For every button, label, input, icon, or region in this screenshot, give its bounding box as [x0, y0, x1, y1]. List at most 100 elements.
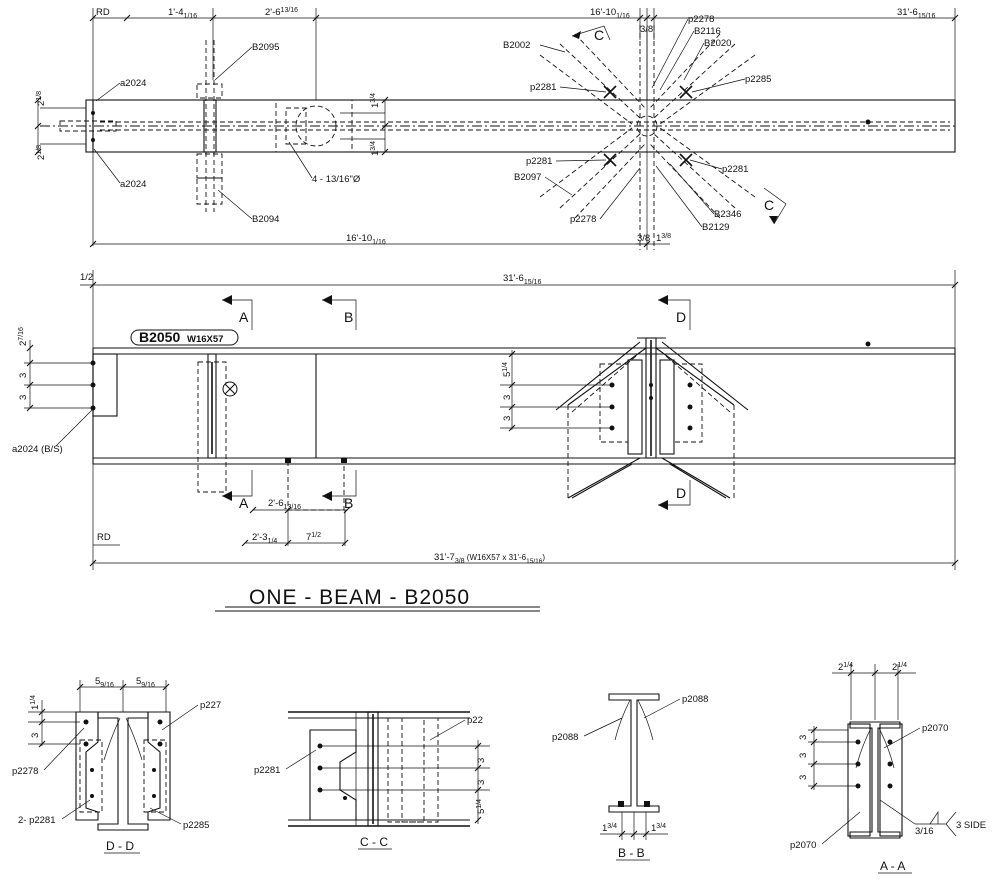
aa-dim-a-frac: 1/4: [843, 662, 853, 669]
svg-text:51/4: 51/4: [476, 799, 487, 814]
plan-dim-2-2: 2: [36, 155, 47, 160]
elev-dim-3c: 3: [502, 395, 513, 400]
aa-dim-b-frac: 1/4: [897, 662, 907, 669]
plan-label-p2278-bot: p2278: [570, 214, 596, 225]
aa-dim-d: 3: [798, 753, 809, 758]
plan-dim-16-10: 16'-10: [590, 7, 616, 18]
plan-label-b2129: B2129: [702, 222, 729, 233]
cc-dim-b: 3: [476, 780, 487, 785]
dd-dim-c-frac: 1/4: [30, 695, 37, 705]
plan-label-p2285: p2285: [745, 74, 771, 85]
dd-label-p2281: 2- p2281: [18, 815, 56, 826]
elev-cut-b-bot: B: [344, 495, 353, 511]
elev-dim-5-1-4-frac: 1/4: [502, 362, 509, 372]
elev-dim-3a: 3: [18, 373, 29, 378]
elev-mark: B2050: [139, 329, 180, 345]
aa-dim-a: 2: [838, 662, 843, 673]
bb-label-p2088a: p2088: [682, 694, 708, 705]
elev-cut-d-top: D: [676, 309, 686, 325]
plan-holes-note: 4 - 13/16"Ø: [312, 174, 361, 185]
aa-label-p2070a: p2070: [922, 723, 948, 734]
svg-text:31'-615/16: 31'-615/16: [503, 273, 541, 286]
svg-text:2'-613/16: 2'-613/16: [265, 7, 298, 18]
plan-cut-c-bot: C: [764, 197, 774, 213]
elev-dim-2-3-frac: 1/4: [268, 538, 278, 545]
bb-dim-a-frac: 3/4: [607, 823, 617, 830]
plan-dim-16-10-bottom-frac: 1/16: [372, 239, 386, 246]
aa-weld-size: 3/16: [915, 826, 934, 837]
bb-dim-a: 1: [602, 823, 607, 834]
plan-label-b2116: B2116: [694, 26, 721, 37]
plan-dim-1-4: 1'-4: [168, 7, 184, 18]
elevation-view: 1/2 31'-615/16 B2050 W16X57 27/16 3 3 a2…: [12, 270, 959, 570]
section-c-c: 3 3 51/4 p22 p2281 C - C: [254, 711, 490, 850]
plan-dim-2-2-frac: 1/8: [36, 145, 43, 155]
cc-dim-c: 5: [476, 809, 487, 814]
elev-brace-gusset: [555, 337, 749, 499]
svg-text:1'-41/16: 1'-41/16: [168, 7, 197, 20]
elev-dim-7: 7: [306, 532, 311, 543]
bb-dim-b-frac: 3/4: [656, 823, 666, 830]
plan-label-p2281-a: p2281: [530, 82, 556, 93]
plan-dim-3-8-bot: 3/8: [637, 233, 650, 244]
svg-text:31'-73/8 (W16X57 x 31'-615/16): 31'-73/8 (W16X57 x 31'-615/16): [434, 552, 545, 565]
svg-text:21/4: 21/4: [838, 662, 853, 673]
elev-dim-2-6: 2'-6: [268, 498, 284, 509]
plan-label-b2095: B2095: [252, 42, 279, 53]
cc-title: C - C: [360, 835, 388, 849]
aa-weld-note: 3 SIDE: [956, 820, 986, 831]
plan-dim-1-4b: 1: [370, 151, 381, 156]
elev-dim-2-6-frac: 13/16: [284, 504, 302, 511]
plan-stiffeners: [196, 40, 223, 212]
plan-label-b2097: B2097: [514, 172, 541, 183]
elev-cut-b-top: B: [344, 309, 353, 325]
section-d-d: 59/16 59/16 11/4 3 p227 p2278 2- p2281 p…: [12, 676, 221, 854]
svg-text:21/4: 21/4: [892, 662, 907, 673]
dd-dim-b-frac: 9/16: [141, 682, 155, 689]
bb-dim-b: 1: [651, 823, 656, 834]
elev-dim-overall: 31'-6: [503, 273, 524, 284]
plan-dim-1-3: 1: [370, 103, 381, 108]
svg-text:31'-615/16: 31'-615/16: [897, 7, 935, 20]
elev-cut-d-bot: D: [676, 485, 686, 501]
svg-text:16'-101/16: 16'-101/16: [590, 7, 630, 20]
plan-dim-2-1-frac: 1/8: [36, 91, 43, 101]
aa-dim-c: 3: [798, 735, 809, 740]
svg-text:13/4: 13/4: [370, 141, 381, 156]
plan-dim-1-3-8: 1: [656, 233, 661, 244]
plan-web-plate: [275, 96, 389, 156]
plan-label-p2281-b: p2281: [526, 156, 552, 167]
elev-dim-3b: 3: [18, 395, 29, 400]
plan-label-a2024-top: a2024: [120, 78, 146, 89]
svg-text:16'-101/16: 16'-101/16: [346, 233, 386, 246]
elev-rd: RD: [97, 532, 111, 543]
cc-dim-c-frac: 1/4: [476, 799, 483, 809]
elev-dim-bottom-frac: 3/8: [455, 558, 465, 565]
cc-label-p2281: p2281: [254, 765, 280, 776]
elev-dim-half: 1/2: [80, 272, 93, 283]
elev-label-a2024bs: a2024 (B/S): [12, 444, 63, 455]
dd-label-p2285: p2285: [183, 820, 209, 831]
plan-dim-16-10-frac: 1/16: [616, 13, 630, 20]
svg-text:21/8: 21/8: [36, 91, 47, 106]
plan-dim-1-4-frac: 1/16: [184, 13, 198, 20]
elev-dim-2-3: 2'-3: [252, 532, 268, 543]
svg-text:2'-613/16: 2'-613/16: [268, 498, 301, 511]
plan-label-p2281-c: p2281: [722, 164, 748, 175]
elev-dim-bottom-note-frac: 15/16: [526, 558, 543, 565]
plan-dim-2-1: 2: [36, 101, 47, 106]
svg-text:71/2: 71/2: [306, 532, 321, 543]
aa-label-p2070b: p2070: [790, 840, 816, 851]
svg-text:13/8: 13/8: [656, 233, 671, 244]
plan-dim-3-8-top: 3/8: [640, 24, 653, 35]
elev-dim-overall-frac: 15/16: [524, 279, 542, 286]
elev-dim-bottom-note: (W16X57 x 31'-6: [465, 553, 527, 562]
drawing-title: ONE - BEAM - B2050: [215, 586, 540, 612]
svg-text:13/4: 13/4: [602, 823, 617, 834]
drawing-title-text: ONE - BEAM - B2050: [249, 586, 470, 609]
svg-text:11/4: 11/4: [30, 695, 41, 710]
plan-dim-1-4b-frac: 3/4: [370, 141, 377, 151]
plan-label-p2278-top: p2278: [688, 14, 714, 25]
plan-top-ticks: [89, 14, 959, 22]
